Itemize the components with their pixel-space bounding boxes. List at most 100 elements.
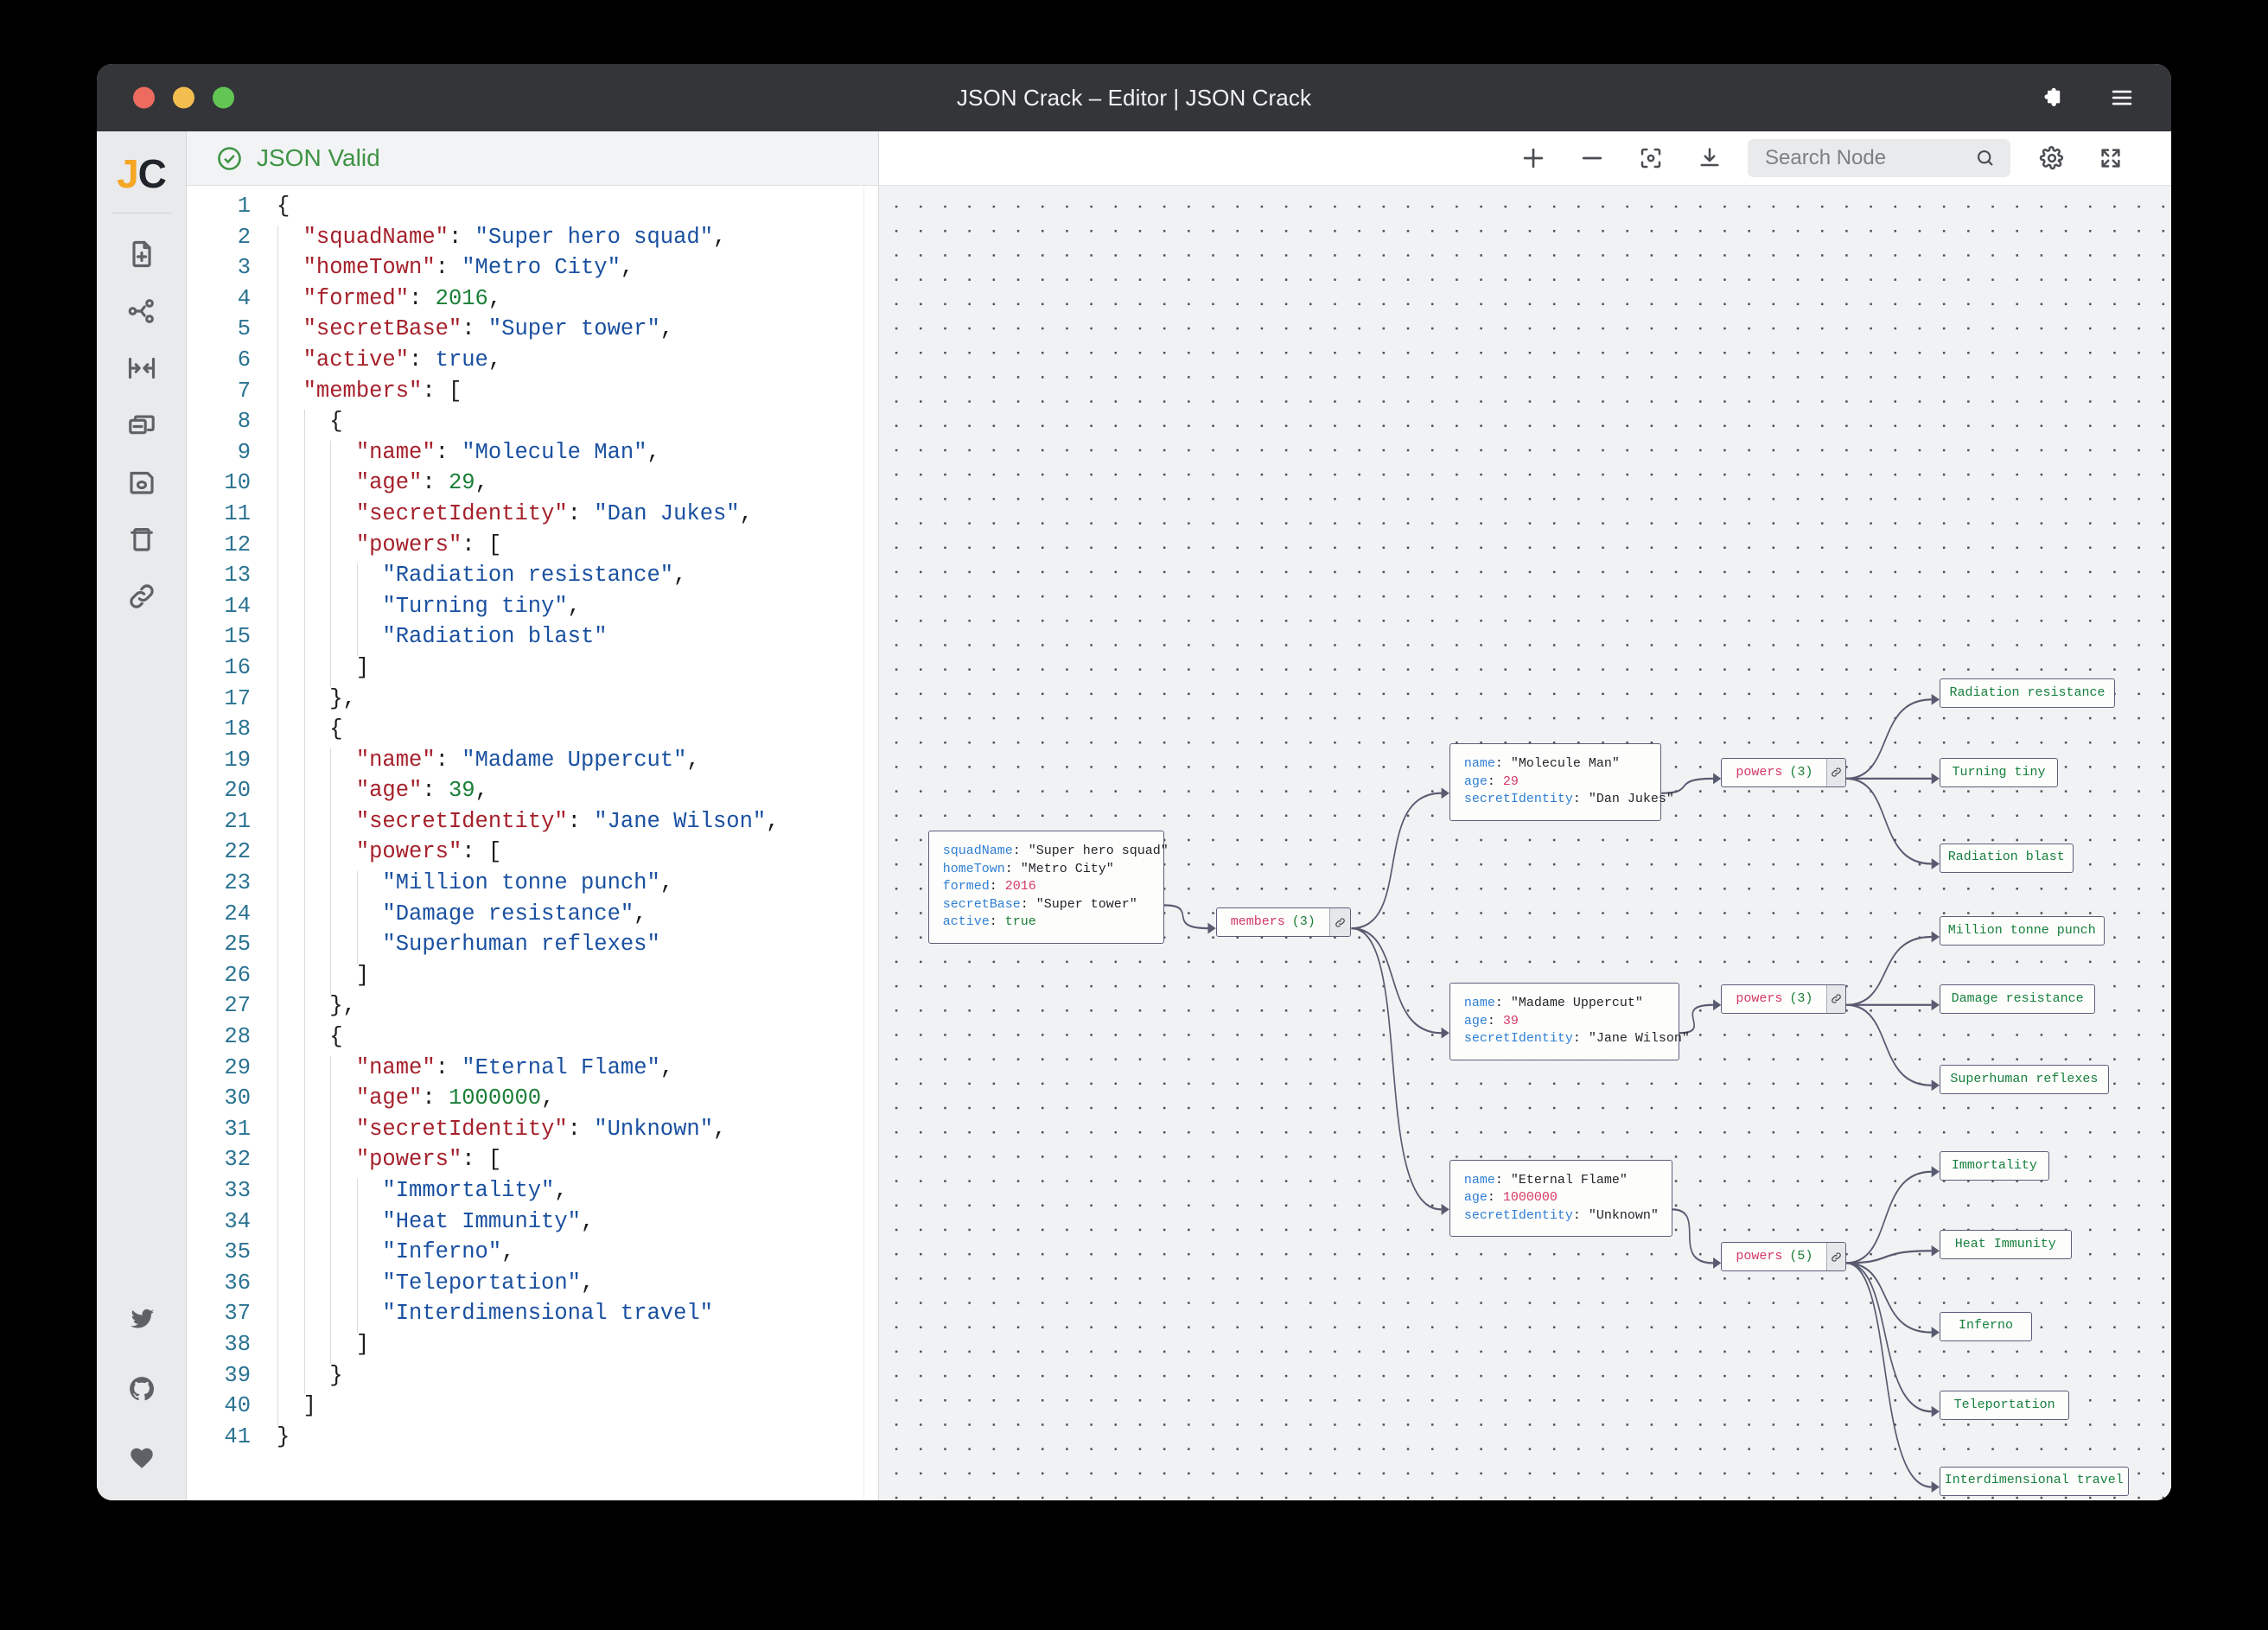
code-line[interactable]: { — [329, 409, 343, 435]
code-line[interactable]: "Immortality", — [382, 1178, 568, 1203]
code-line[interactable]: "Teleportation", — [382, 1270, 595, 1296]
app-logo[interactable]: JC — [117, 150, 167, 197]
graph-node-leaf[interactable]: Inferno — [1939, 1311, 2033, 1341]
code-line[interactable]: "Heat Immunity", — [382, 1208, 595, 1234]
code-line[interactable]: }, — [329, 993, 356, 1019]
code-line[interactable]: "powers": [ — [355, 839, 502, 865]
code-line[interactable]: "Turning tiny", — [382, 593, 581, 619]
code-line[interactable]: "Radiation blast" — [382, 624, 608, 650]
fullscreen-button[interactable] — [2081, 131, 2140, 185]
graph-node-leaf[interactable]: Heat Immunity — [1939, 1230, 2072, 1260]
sidebar-item-twitter[interactable] — [114, 1293, 169, 1347]
graph-node-leaf[interactable]: Superhuman reflexes — [1939, 1064, 2109, 1094]
search-node-box[interactable] — [1748, 139, 2010, 177]
editor-scrollbar[interactable] — [863, 186, 878, 1500]
code-line[interactable]: { — [277, 194, 290, 219]
graph-node-array[interactable]: powers(3) — [1721, 757, 1846, 787]
json-status-label: JSON Valid — [257, 144, 380, 171]
sidebar-item-share-graph[interactable] — [114, 284, 169, 338]
settings-button[interactable] — [2023, 131, 2081, 185]
graph-node-array[interactable]: powers(5) — [1721, 1242, 1846, 1272]
sidebar-item-clone-document[interactable] — [114, 398, 169, 452]
code-line[interactable]: { — [329, 716, 343, 742]
code-line[interactable]: }, — [329, 685, 356, 711]
graph-node-leaf[interactable]: Damage resistance — [1939, 984, 2096, 1014]
maximize-window-button[interactable] — [213, 86, 234, 109]
code-line[interactable]: "formed": 2016, — [303, 285, 502, 311]
code-line[interactable]: "age": 39, — [355, 778, 488, 804]
search-input[interactable] — [1763, 145, 1965, 171]
code-line[interactable]: "age": 29, — [355, 470, 488, 496]
code-line[interactable]: "Superhuman reflexes" — [382, 932, 660, 958]
code-line[interactable]: "secretBase": "Super tower", — [303, 316, 674, 342]
code-line[interactable]: ] — [355, 1331, 370, 1357]
node-link-icon[interactable] — [1826, 1243, 1845, 1271]
code-line[interactable]: "secretIdentity": "Jane Wilson", — [355, 808, 780, 834]
hamburger-menu-icon[interactable] — [2107, 83, 2137, 112]
minimize-window-button[interactable] — [173, 86, 194, 109]
zoom-out-button[interactable] — [1563, 131, 1621, 185]
sidebar-item-sponsor[interactable] — [114, 1431, 169, 1485]
code-line[interactable]: } — [329, 1362, 343, 1388]
code-line[interactable]: "active": true, — [303, 347, 502, 372]
code-line[interactable]: "Inferno", — [382, 1239, 515, 1265]
sidebar-item-github[interactable] — [114, 1362, 169, 1416]
graph-node-array[interactable]: members(3) — [1215, 907, 1352, 938]
zoom-in-button[interactable] — [1504, 131, 1563, 185]
code-content[interactable]: { "squadName": "Super hero squad", "home… — [263, 191, 878, 1452]
graph-node-root[interactable]: squadName: "Super hero squad"homeTown: "… — [927, 831, 1169, 944]
graph-node-leaf[interactable]: Radiation blast — [1939, 843, 2074, 873]
graph-node-leaf[interactable]: Radiation resistance — [1939, 678, 2116, 709]
close-window-button[interactable] — [133, 86, 155, 109]
sidebar-item-share-link[interactable] — [114, 570, 169, 623]
download-button[interactable] — [1680, 131, 1739, 185]
graph-toolbar — [879, 131, 2171, 186]
code-line[interactable]: "powers": [ — [355, 1147, 502, 1173]
line-number: 5 — [237, 316, 251, 342]
code-line[interactable]: "Damage resistance", — [382, 901, 647, 926]
code-line[interactable]: { — [329, 1024, 343, 1050]
graph-node-array[interactable]: powers(3) — [1721, 984, 1846, 1014]
code-line[interactable]: "age": 1000000, — [355, 1086, 555, 1111]
code-line[interactable]: "secretIdentity": "Dan Jukes", — [355, 500, 753, 526]
code-line[interactable]: "name": "Eternal Flame", — [355, 1054, 674, 1080]
graph-node-leaf[interactable]: Immortality — [1939, 1150, 2049, 1181]
code-line[interactable]: ] — [355, 654, 370, 680]
graph-node-leaf[interactable]: Teleportation — [1939, 1391, 2070, 1421]
node-key: age — [1463, 1190, 1488, 1206]
sidebar-item-delete-document[interactable] — [114, 513, 169, 566]
code-line[interactable]: "powers": [ — [355, 532, 502, 557]
code-line[interactable]: "squadName": "Super hero squad", — [303, 224, 727, 250]
code-line[interactable]: "Interdimensional travel" — [382, 1301, 713, 1327]
node-value: "Metro City" — [1020, 861, 1114, 876]
code-line[interactable]: ] — [303, 1393, 316, 1419]
sidebar-item-collapse-expand[interactable] — [114, 341, 169, 395]
node-key: name — [1463, 756, 1495, 772]
graph-canvas[interactable]: squadName: "Super hero squad"homeTown: "… — [879, 186, 2171, 1500]
center-view-button[interactable] — [1621, 131, 1680, 185]
code-line[interactable]: "secretIdentity": "Unknown", — [355, 1116, 727, 1142]
code-line[interactable]: } — [277, 1423, 290, 1449]
code-line[interactable]: ] — [355, 962, 370, 988]
node-link-icon[interactable] — [1826, 758, 1845, 786]
node-link-icon[interactable] — [1826, 984, 1845, 1013]
code-line[interactable]: "homeTown": "Metro City", — [303, 255, 634, 281]
graph-node-leaf[interactable]: Million tonne punch — [1939, 916, 2105, 946]
code-line[interactable]: "name": "Molecule Man", — [355, 439, 660, 465]
code-line[interactable]: "name": "Madame Uppercut", — [355, 747, 700, 773]
graph-node-leaf[interactable]: Turning tiny — [1939, 757, 2059, 787]
graph-node-leaf[interactable]: Interdimensional travel — [1939, 1466, 2129, 1496]
array-label: powers(5) — [1722, 1243, 1826, 1270]
leaf-label: Million tonne punch — [1947, 922, 2096, 938]
puzzle-piece-icon[interactable] — [2036, 83, 2066, 112]
code-line[interactable]: "Million tonne punch", — [382, 870, 674, 896]
node-link-icon[interactable] — [1328, 908, 1351, 937]
code-line[interactable]: "members": [ — [303, 378, 462, 404]
sidebar-item-new-document[interactable] — [114, 227, 169, 281]
sidebar-item-save-document[interactable] — [114, 455, 169, 509]
code-line[interactable]: "Radiation resistance", — [382, 563, 687, 589]
